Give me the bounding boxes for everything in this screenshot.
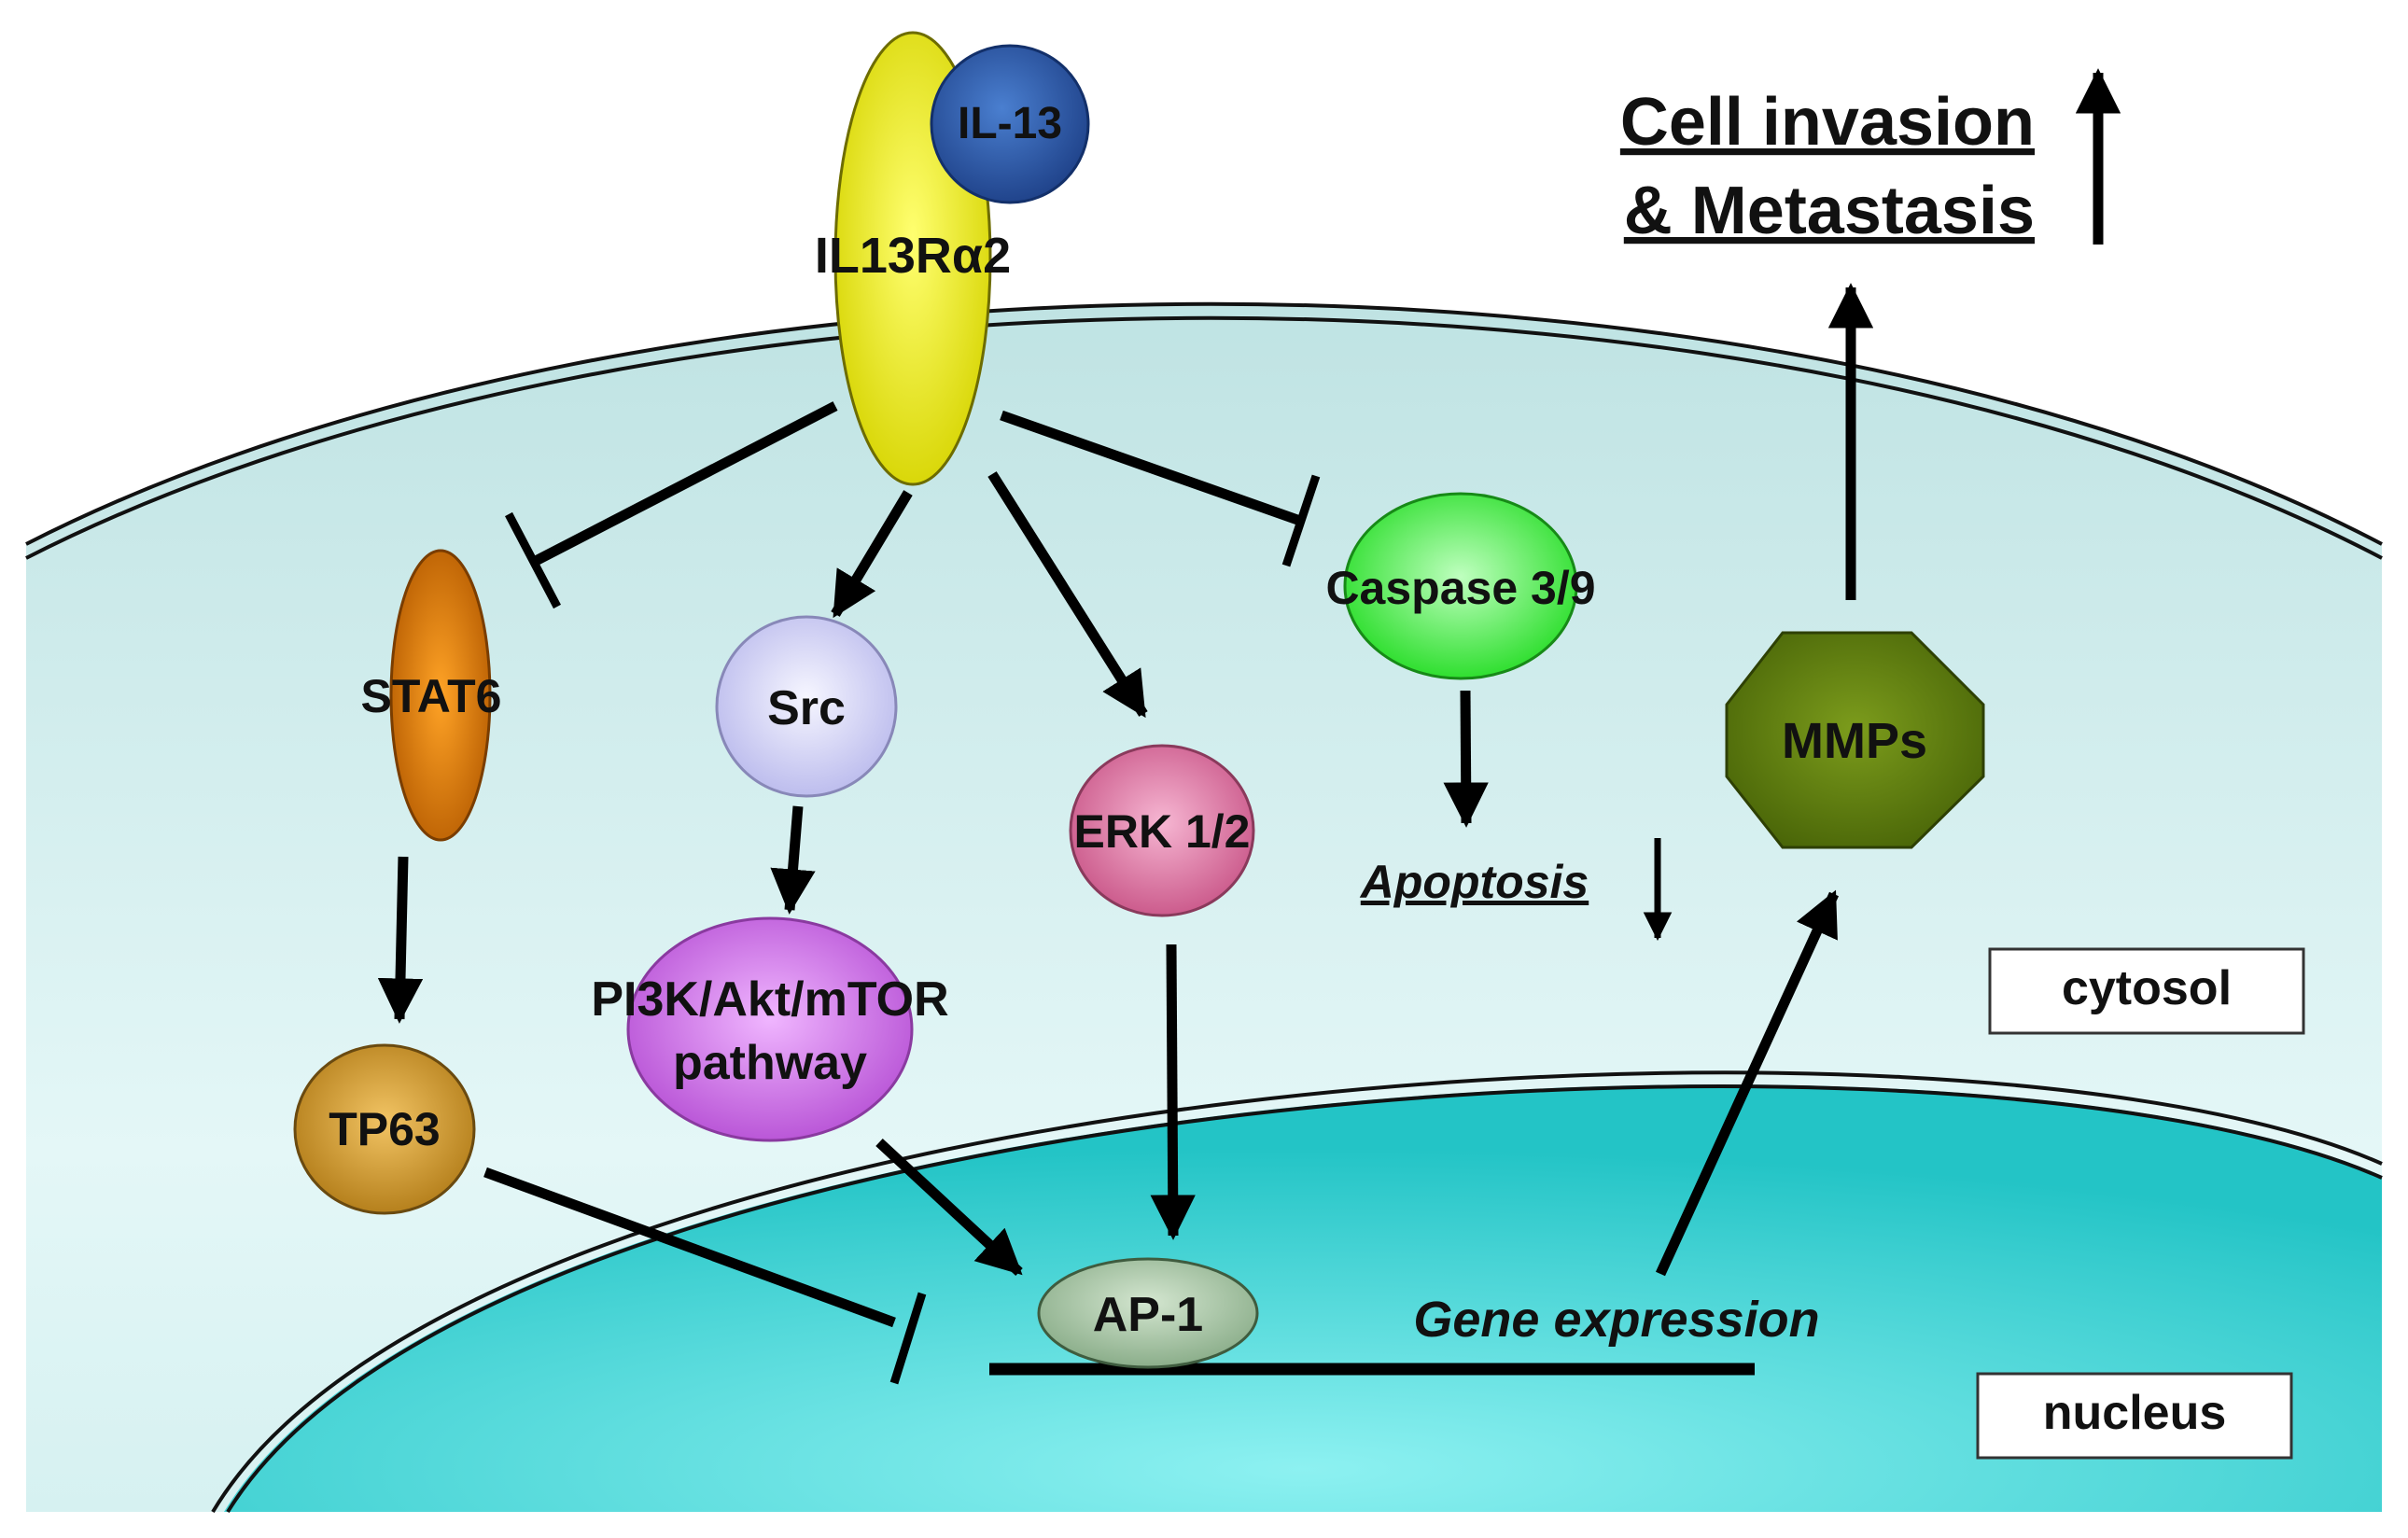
caspase-label: Caspase 3/9: [1325, 562, 1595, 614]
nucleus-region: [224, 1084, 2382, 1512]
inhibit-receptor-stat6: [531, 401, 838, 566]
cytosol-label: cytosol: [2062, 961, 2232, 1015]
pi3k-label-line1: PI3K/Akt/mTOR: [591, 972, 948, 1027]
mmps-node: [1725, 631, 1985, 849]
arrow-erk-ap1: [1150, 944, 1196, 1240]
gene-expression-label: Gene expression: [1413, 1292, 1819, 1348]
tp63-node: [293, 1043, 476, 1215]
ap1-label: AP-1: [1093, 1288, 1203, 1342]
src-label: Src: [767, 681, 846, 735]
cell-membrane-outer: [25, 301, 2383, 546]
erk-node: [1069, 744, 1255, 917]
arrow-receptor-src: [831, 490, 913, 619]
caspase-node: [1343, 492, 1578, 680]
il13ra2-label: IL13Rα2: [815, 228, 1011, 284]
metastasis-label: & Metastasis: [1624, 174, 2035, 248]
nuclear-membrane-outer: [211, 1070, 2383, 1514]
pi3k-node: [626, 916, 914, 1142]
pi3k-label-line2: pathway: [673, 1036, 867, 1090]
erk-label: ERK 1/2: [1074, 805, 1251, 858]
nucleus-box: [1976, 1372, 2293, 1460]
cell-invasion-label: Cell invasion: [1620, 85, 2035, 160]
arrow-stat6-tp63: [377, 856, 424, 1024]
arrow-gene-expression-mmps: [1655, 889, 1840, 1277]
il13-label: IL-13: [958, 99, 1062, 148]
tp63-label: TP63: [329, 1103, 441, 1155]
arrow-receptor-erk: [987, 471, 1148, 719]
arrow-pi3k-ap1: [875, 1138, 1023, 1277]
stat6-label: STAT6: [361, 670, 502, 722]
inhibit-tp63-ap1-bar: [889, 1292, 927, 1385]
nucleus-label: nucleus: [2043, 1386, 2227, 1440]
inhibit-receptor-caspase: [1000, 410, 1302, 526]
arrow-caspase-apoptosis: [1443, 690, 1489, 828]
apoptosis-label: Apoptosis: [1359, 856, 1589, 908]
inhibit-receptor-stat6-bar: [505, 511, 561, 609]
src-node: [715, 615, 898, 798]
cytosol-box: [1988, 947, 2305, 1035]
inhibit-receptor-caspase-bar: [1281, 474, 1321, 567]
cell-membrane-inner: [25, 315, 2383, 560]
arrow-src-pi3k: [770, 805, 816, 915]
stat6-node: [389, 549, 492, 842]
inhibit-tp63-ap1: [483, 1167, 896, 1328]
il13-ligand: [930, 44, 1090, 204]
mmps-label: MMPs: [1782, 713, 1927, 769]
nuclear-membrane-inner: [226, 1084, 2383, 1514]
ap1-node: [1037, 1257, 1259, 1369]
